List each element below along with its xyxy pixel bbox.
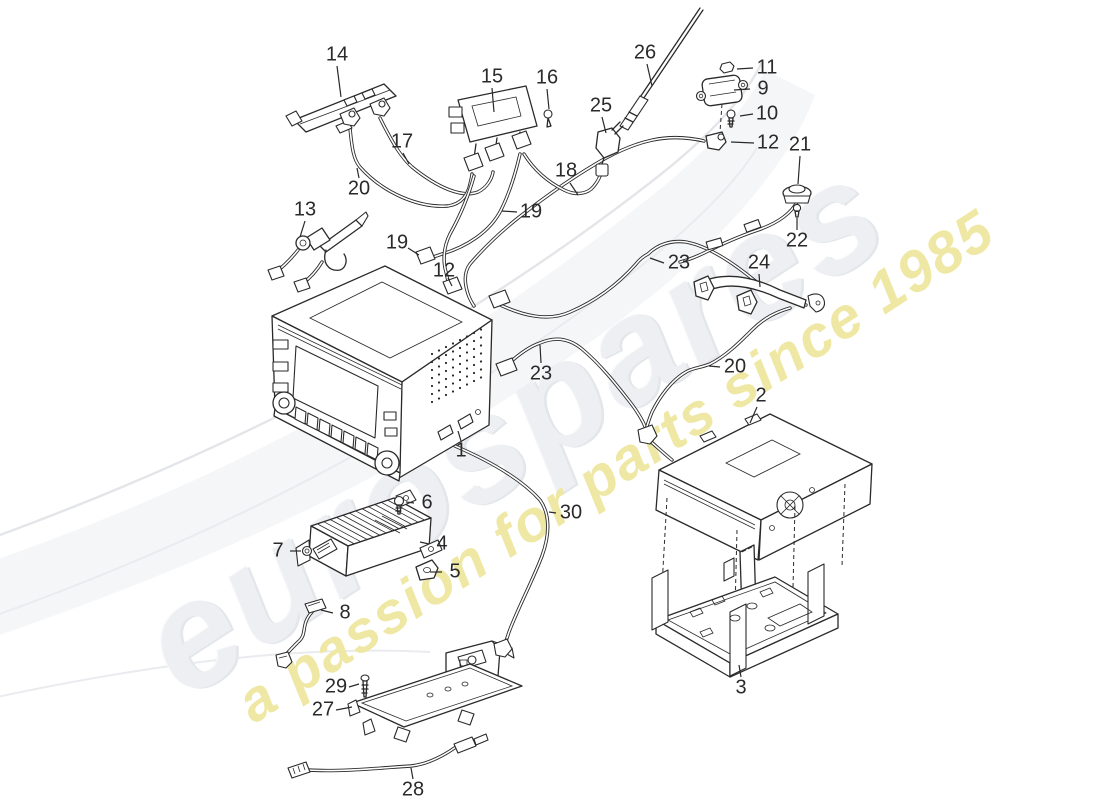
part-callout-25: 25	[589, 94, 613, 117]
part-callout-29: 29	[324, 675, 348, 698]
part-callout-11: 11	[756, 56, 778, 79]
connector	[463, 152, 484, 172]
part-callout-12: 12	[432, 259, 456, 282]
part-callout-13: 13	[293, 198, 317, 221]
part-callout-10: 10	[755, 102, 779, 125]
part-25-antenna-base	[595, 121, 624, 177]
radio-vent-dots	[430, 328, 483, 404]
part-29-screw	[360, 674, 370, 698]
part-5-clip	[415, 559, 439, 581]
connector-12	[442, 276, 463, 295]
part-callout-23: 23	[529, 362, 553, 385]
part-6-screw	[393, 495, 405, 515]
connector	[595, 163, 609, 177]
part-callout-20: 20	[723, 355, 747, 378]
connector-30	[493, 638, 513, 658]
part-8-adapter-cable	[275, 598, 327, 669]
part-callout-7: 7	[272, 539, 284, 562]
part-1-radio-head-unit	[271, 265, 493, 482]
part-callout-27: 27	[311, 698, 335, 721]
ferrite	[705, 237, 724, 251]
part-21-roof-antenna	[782, 184, 812, 204]
part-15-amplifier-module	[448, 85, 538, 172]
part-callout-26: 26	[633, 41, 657, 64]
part-7-nut	[301, 545, 313, 557]
part-26-antenna-mast	[619, 7, 704, 131]
part-callout-30: 30	[559, 501, 583, 524]
part-22-screw	[792, 203, 802, 218]
connector	[637, 424, 658, 445]
connector	[511, 130, 532, 150]
connector	[293, 277, 311, 293]
part-callout-19: 19	[519, 200, 543, 223]
part-callout-9: 9	[757, 77, 769, 100]
part-callout-16: 16	[535, 66, 559, 89]
connector-19	[415, 246, 436, 265]
part-callout-4: 4	[436, 532, 448, 555]
connector	[484, 142, 505, 162]
part-11-nut	[719, 61, 735, 74]
part-callout-19: 19	[385, 231, 409, 254]
connector-23a	[488, 289, 511, 309]
part-callout-28: 28	[401, 778, 425, 800]
part-16-screw	[543, 109, 553, 128]
ferrite	[743, 218, 762, 233]
part-callout-2: 2	[755, 384, 767, 407]
part-10-screw	[726, 109, 736, 128]
amplifier-fins	[317, 499, 425, 545]
part-callout-24: 24	[747, 251, 771, 274]
part-24-bracket	[693, 275, 826, 315]
connector	[267, 265, 285, 281]
part-9-gps-module	[695, 74, 749, 133]
part-callout-5: 5	[449, 560, 461, 583]
part-callout-15: 15	[480, 65, 504, 88]
part-13-antenna-connector	[267, 211, 369, 293]
part-14-antenna-amplifier	[285, 83, 397, 134]
cable-connectors	[415, 246, 518, 377]
part-callout-8: 8	[339, 601, 351, 624]
part-28-cable	[287, 733, 489, 779]
part-callout-3: 3	[735, 676, 747, 699]
part-callout-20: 20	[347, 177, 371, 200]
connector-23b	[495, 357, 518, 377]
part-callout-6: 6	[421, 491, 433, 514]
part-12-elbow-connector	[705, 131, 727, 151]
part-callout-14: 14	[325, 43, 349, 66]
part-callout-18: 18	[554, 159, 578, 182]
part-27-bracket	[347, 638, 523, 743]
part-callout-12: 12	[756, 131, 780, 154]
part-3-mounting-cage	[651, 483, 846, 678]
part-callout-22: 22	[785, 229, 809, 252]
part-callout-17: 17	[390, 130, 414, 153]
part-2-navigation-unit	[637, 413, 873, 561]
part-callout-21: 21	[788, 133, 812, 156]
radio-display	[292, 345, 379, 439]
part-callout-1: 1	[455, 439, 467, 462]
part-callout-23: 23	[667, 251, 691, 274]
